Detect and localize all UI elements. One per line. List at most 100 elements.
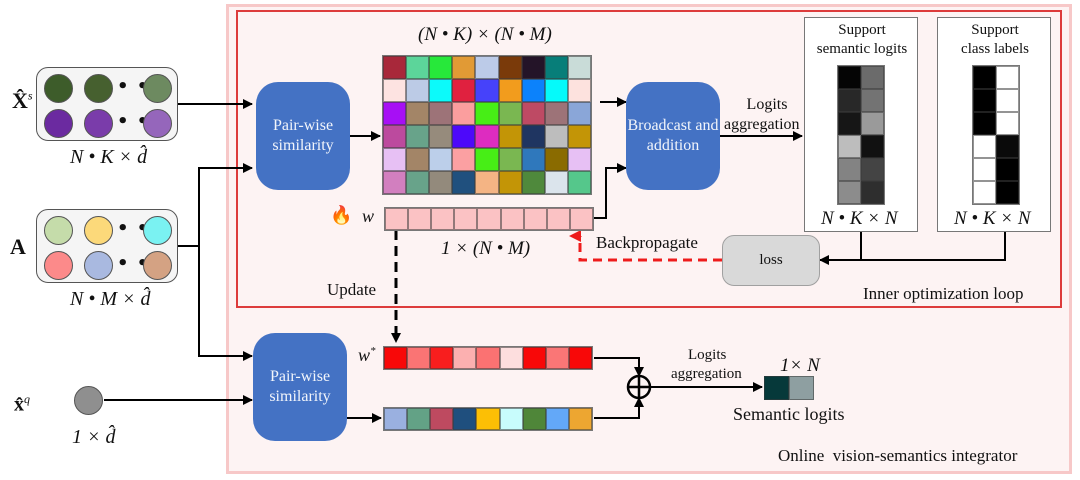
similarity-cell: [452, 79, 476, 102]
feature-dot: [44, 74, 73, 103]
similarity-cell: [429, 56, 453, 79]
support-features-symbol: X̂s: [12, 88, 33, 113]
feature-dot: [84, 74, 113, 103]
logit-cell: [838, 66, 861, 89]
similarity-cell: [544, 125, 568, 148]
query-similarity-cell: [430, 408, 454, 430]
logits-aggregation-label-bottom-1: Logits: [688, 347, 727, 363]
logit-cell: [861, 112, 884, 135]
similarity-cell: [521, 171, 545, 194]
support-features-box: • • • • • •: [36, 67, 178, 141]
logit-cell: [861, 66, 884, 89]
query-feature-symbol: x̂q: [14, 392, 30, 416]
query-similarity-cell: [522, 408, 546, 430]
logits-aggregation-label-top-2: aggregation: [724, 116, 800, 133]
similarity-cell: [498, 148, 522, 171]
similarity-cell: [544, 102, 568, 125]
similarity-cell: [406, 102, 430, 125]
output-dimension: 1× N: [780, 355, 820, 376]
similarity-cell: [567, 148, 591, 171]
similarity-cell: [498, 125, 522, 148]
feature-dot: [143, 109, 172, 138]
logit-cell: [838, 135, 861, 158]
attribute-dot: [44, 216, 73, 245]
label-cell: [996, 112, 1019, 135]
inner-optimization-loop-region: [236, 10, 1062, 308]
similarity-cell: [544, 171, 568, 194]
weight-dimension: 1 × (N • M): [441, 238, 531, 259]
query-similarity-vector: [383, 407, 593, 431]
update-label: Update: [327, 280, 377, 299]
similarity-cell: [429, 171, 453, 194]
attribute-dot: [143, 251, 172, 280]
optimized-weight-symbol: w*: [358, 345, 376, 365]
weight-cell: [477, 208, 501, 230]
similarity-cell: [429, 79, 453, 102]
pairwise-similarity-block-bottom: Pair-wise similarity: [253, 333, 347, 441]
similarity-cell: [567, 171, 591, 194]
logit-cell: [838, 112, 861, 135]
semantic-logits-output: [764, 376, 814, 400]
feature-dot: [84, 109, 113, 138]
label-cell: [973, 66, 996, 89]
flame-icon: 🔥: [330, 205, 353, 226]
similarity-cell: [498, 102, 522, 125]
query-similarity-cell: [499, 408, 523, 430]
similarity-cell: [406, 171, 430, 194]
similarity-cell: [567, 56, 591, 79]
similarity-cell: [429, 102, 453, 125]
logit-cell: [861, 89, 884, 112]
similarity-cell: [383, 125, 407, 148]
label-cell: [973, 89, 996, 112]
query-feature-dimension: 1 × d̂: [72, 426, 116, 448]
query-feature-dot: [74, 386, 103, 415]
weight-symbol: w: [362, 206, 375, 226]
logit-cell: [838, 181, 861, 204]
attribute-dot: [84, 216, 113, 245]
label-cell: [996, 89, 1019, 112]
query-similarity-cell: [476, 408, 500, 430]
similarity-cell: [475, 125, 499, 148]
similarity-cell: [567, 102, 591, 125]
similarity-cell: [406, 125, 430, 148]
weight-cell: [385, 208, 409, 230]
logits-aggregation-label-bottom-2: aggregation: [671, 366, 742, 382]
similarity-cell: [498, 171, 522, 194]
optimized-weight-cell: [522, 347, 546, 369]
weight-cell: [523, 208, 547, 230]
similarity-cell: [452, 125, 476, 148]
support-features-dimension: N • K × d̂: [70, 146, 148, 168]
optimized-weight-cell: [545, 347, 569, 369]
similarity-cell: [383, 102, 407, 125]
label-cell: [973, 158, 996, 181]
similarity-cell: [521, 148, 545, 171]
attributes-box: • • • • • •: [36, 209, 178, 283]
support-labels-matrix: [972, 65, 1020, 205]
logit-cell: [838, 158, 861, 181]
query-similarity-cell: [453, 408, 477, 430]
loss-block: loss: [722, 235, 820, 286]
semantic-logits-label: Semantic logits: [733, 404, 845, 424]
label-cell: [973, 112, 996, 135]
similarity-cell: [475, 102, 499, 125]
support-semantic-logits-panel: Support semantic logits N • K × N: [804, 17, 918, 232]
weight-cell: [500, 208, 524, 230]
query-similarity-cell: [384, 408, 408, 430]
label-cell: [996, 181, 1019, 204]
weight-cell: [569, 208, 593, 230]
logit-cell: [861, 135, 884, 158]
weight-vector: [384, 207, 594, 231]
similarity-cell: [475, 171, 499, 194]
output-logit-cell: [789, 376, 814, 400]
similarity-cell: [429, 125, 453, 148]
similarity-cell: [383, 79, 407, 102]
similarity-cell: [383, 171, 407, 194]
optimized-weight-cell: [568, 347, 592, 369]
similarity-cell: [567, 79, 591, 102]
logits-aggregation-label-top-1: Logits: [746, 96, 788, 113]
logit-cell: [861, 181, 884, 204]
similarity-cell: [544, 79, 568, 102]
similarity-cell: [521, 56, 545, 79]
label-cell: [996, 158, 1019, 181]
similarity-cell: [406, 56, 430, 79]
